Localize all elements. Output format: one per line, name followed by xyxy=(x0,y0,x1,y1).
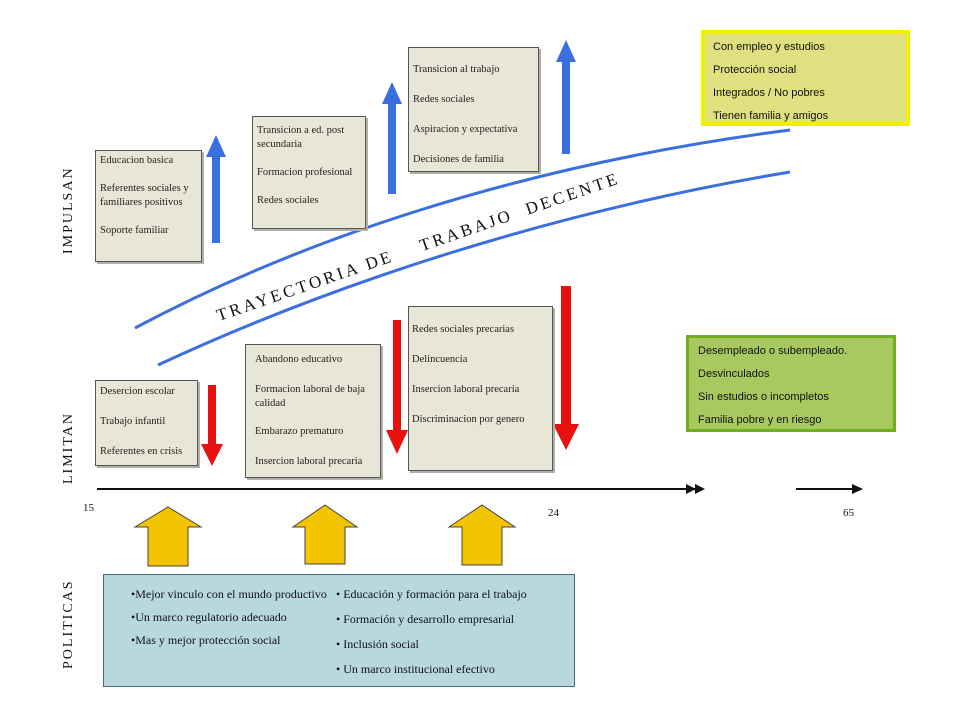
outcome-positive-item: Tienen familia y amigos xyxy=(713,110,829,122)
limitan-box-3: Redes sociales precarias Delincuencia In… xyxy=(408,306,553,471)
outcome-positive-item: Integrados / No pobres xyxy=(713,87,825,99)
limitan-2-item: Insercion laboral precaria xyxy=(255,456,363,467)
impulsan-2-item: Formacion profesional xyxy=(257,167,353,178)
outcome-positive-item: Protección social xyxy=(713,64,797,76)
label-impulsan: IMPULSAN xyxy=(61,166,76,254)
impulsan-3-item: Decisiones de familia xyxy=(413,154,504,165)
impulsan-1-item: Referentes sociales y familiares positiv… xyxy=(100,183,189,208)
policy-item: • Educación y formación para el trabajo xyxy=(336,587,527,601)
limitan-3-item: Discriminacion por genero xyxy=(412,414,525,425)
axis-label-65: 65 xyxy=(843,507,854,519)
policy-arrow-2 xyxy=(291,504,359,565)
outcome-negative-box: Desempleado o subempleado. Desvinculados… xyxy=(686,335,896,432)
impulsan-3-item: Transicion al trabajo xyxy=(413,64,500,75)
outcome-negative-item: Sin estudios o incompletos xyxy=(698,391,829,403)
limitan-box-1: Desercion escolar Trabajo infantil Refer… xyxy=(95,380,198,466)
impulsan-1-item: Soporte familiar xyxy=(100,225,169,236)
impulsan-box-2: Transicion a ed. post secundaria Formaci… xyxy=(252,116,366,229)
limitan-2-item: Formacion laboral de baja calidad xyxy=(255,384,365,409)
policies-right-list: • Educación y formación para el trabajo … xyxy=(336,587,572,685)
limitan-2-item: Abandono educativo xyxy=(255,354,343,365)
impulsan-3-item: Aspiracion y expectativa xyxy=(413,124,518,135)
down-arrow-1 xyxy=(201,385,223,466)
policy-arrow-3 xyxy=(447,504,517,566)
axis-label-24: 24 xyxy=(548,507,559,519)
policy-item: •Un marco regulatorio adecuado xyxy=(131,610,287,624)
policies-box: •Mejor vinculo con el mundo productivo •… xyxy=(103,574,575,687)
policy-item: • Un marco institucional efectivo xyxy=(336,662,495,676)
limitan-1-item: Desercion escolar xyxy=(100,386,175,397)
outcome-negative-item: Desempleado o subempleado. xyxy=(698,345,848,357)
label-limitan: LIMITAN xyxy=(61,412,76,484)
impulsan-box-1: Educacion basica Referentes sociales y f… xyxy=(95,150,202,262)
up-arrow-3 xyxy=(556,40,576,154)
down-arrow-3 xyxy=(553,286,579,450)
limitan-3-item: Delincuencia xyxy=(412,354,468,365)
trajectory-lower-curve xyxy=(157,170,791,367)
policy-item: •Mas y mejor protección social xyxy=(131,633,281,647)
impulsan-1-item: Educacion basica xyxy=(100,155,174,166)
up-arrow-2 xyxy=(382,82,402,194)
impulsan-2-item: Transicion a ed. post secundaria xyxy=(257,125,345,150)
limitan-1-item: Referentes en crisis xyxy=(100,446,183,457)
trajectory-upper-curve xyxy=(134,128,791,330)
impulsan-3-item: Redes sociales xyxy=(413,94,475,105)
policy-item: • Formación y desarrollo empresarial xyxy=(336,612,515,626)
outcome-positive-item: Con empleo y estudios xyxy=(713,41,825,53)
axis-label-15: 15 xyxy=(83,502,94,514)
policy-item: • Inclusión social xyxy=(336,637,419,651)
outcome-positive-box: Con empleo y estudios Protección social … xyxy=(701,30,910,126)
label-politicas: POLITICAS xyxy=(61,579,76,669)
timeline-axis xyxy=(97,484,863,494)
impulsan-2-item: Redes sociales xyxy=(257,195,319,206)
policy-item: •Mejor vinculo con el mundo productivo xyxy=(131,587,327,601)
limitan-1-item: Trabajo infantil xyxy=(100,416,166,427)
outcome-negative-item: Familia pobre y en riesgo xyxy=(698,414,822,426)
limitan-3-item: Insercion laboral precaria xyxy=(412,384,520,395)
limitan-2-item: Embarazo prematuro xyxy=(255,426,344,437)
down-arrow-2 xyxy=(386,320,408,454)
impulsan-box-3: Transicion al trabajo Redes sociales Asp… xyxy=(408,47,539,172)
policy-arrow-1 xyxy=(133,506,203,567)
limitan-box-2: Abandono educativo Formacion laboral de … xyxy=(245,344,381,478)
outcome-negative-item: Desvinculados xyxy=(698,368,770,380)
policies-left-list: •Mejor vinculo con el mundo productivo •… xyxy=(131,587,331,656)
limitan-3-item: Redes sociales precarias xyxy=(412,324,515,335)
up-arrow-1 xyxy=(206,135,226,243)
